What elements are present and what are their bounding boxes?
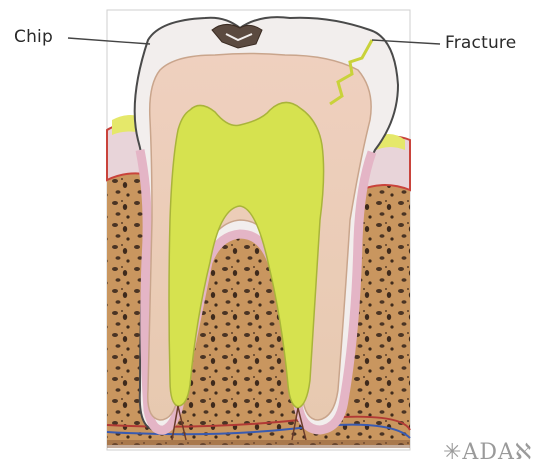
chip-label: Chip [14, 27, 53, 47]
fracture-label: Fracture [445, 33, 516, 53]
adam-watermark: ✳ADAℵ [443, 440, 532, 465]
